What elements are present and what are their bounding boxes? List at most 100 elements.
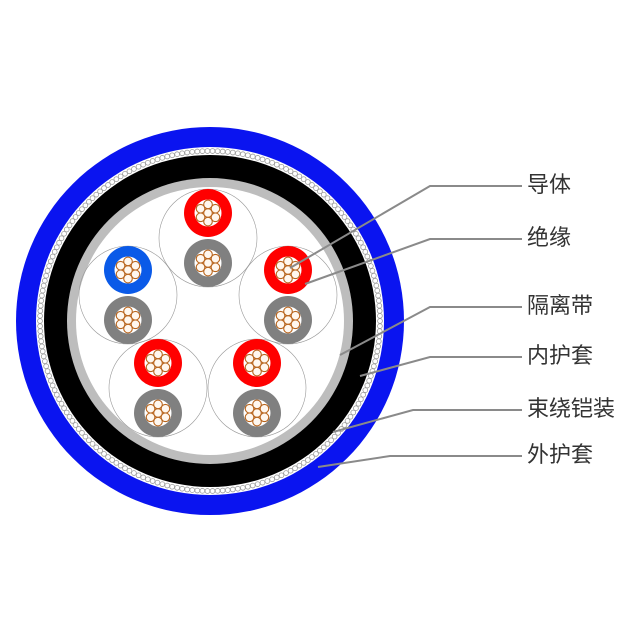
armor-wire	[376, 302, 383, 309]
armor-wire	[122, 170, 128, 177]
armor-wire	[313, 185, 319, 191]
armor-wire	[189, 149, 196, 155]
armor-wire	[75, 426, 82, 432]
copper-strand	[275, 260, 286, 271]
armor-wire	[126, 168, 133, 175]
armor-wire	[369, 268, 376, 274]
armor-wire	[204, 488, 211, 494]
armor-wire	[254, 481, 261, 487]
armor-wire	[377, 313, 383, 319]
armor-wire	[249, 482, 256, 489]
armor-wire	[355, 400, 362, 407]
armor-wire	[371, 272, 377, 279]
armor-wire	[154, 156, 161, 163]
armor-wire	[51, 249, 58, 255]
armor-wire	[174, 484, 180, 491]
armor-wire	[341, 422, 348, 428]
copper-strand	[153, 349, 163, 360]
armor-wire	[331, 433, 338, 440]
armor-wire	[174, 151, 180, 158]
copper-strand	[244, 412, 255, 423]
armor-wire	[317, 188, 323, 195]
armor-wire	[184, 149, 190, 156]
armor-wire	[338, 210, 345, 216]
copper-strand	[123, 306, 133, 317]
armor-wire	[374, 287, 381, 294]
armor-wire	[39, 348, 46, 355]
armor-wire	[274, 474, 280, 481]
copper-strand	[123, 256, 133, 267]
armor-wire	[230, 149, 236, 156]
armor-wire	[82, 433, 89, 440]
copper-strand	[252, 399, 262, 410]
armor-wire	[376, 308, 383, 314]
copper-strand	[244, 362, 255, 373]
armor-wire	[194, 487, 201, 494]
armor-wire	[37, 323, 43, 329]
armor-wire	[51, 387, 58, 393]
armor-wire	[320, 191, 327, 198]
label-separator-tape: 隔离带	[527, 294, 594, 319]
armor-wire	[135, 472, 142, 479]
armor-wire	[230, 486, 236, 493]
armor-wire	[39, 287, 46, 294]
copper-strand	[210, 203, 221, 214]
copper-strand	[145, 362, 156, 373]
copper-strand	[244, 403, 255, 414]
leader-line	[304, 238, 522, 285]
copper-strand	[252, 416, 262, 427]
copper-strand	[283, 323, 293, 334]
armor-wire	[324, 441, 331, 447]
leader-line	[339, 306, 522, 356]
copper-strand	[259, 353, 270, 364]
armor-wire	[82, 202, 89, 209]
armor-wire	[43, 363, 49, 370]
armor-wire	[240, 484, 246, 491]
leader-line	[332, 409, 522, 433]
armor-wire	[313, 451, 319, 457]
armor-wire	[274, 161, 280, 168]
armor-wire	[245, 483, 251, 490]
armor-wire	[344, 218, 351, 224]
armor-wire	[37, 318, 43, 324]
armor-wire	[320, 444, 327, 451]
armor-wire	[269, 159, 275, 166]
armor-wire	[214, 148, 221, 154]
armor-wire	[37, 333, 44, 340]
armor-wire	[317, 447, 323, 454]
label-conductor: 导体	[527, 173, 572, 198]
armor-wire	[360, 391, 366, 398]
armor-wire	[164, 482, 171, 489]
twisted-pair	[78, 245, 178, 345]
armor-wire	[377, 323, 383, 329]
armor-wire	[61, 405, 67, 411]
armor-wire	[372, 277, 378, 284]
armor-wire	[259, 156, 266, 163]
armor-wire	[44, 368, 51, 374]
copper-strand	[115, 260, 126, 271]
armor-wire	[283, 166, 289, 172]
armor-wire	[69, 218, 76, 224]
armor-wire	[89, 195, 96, 201]
armor-wire	[63, 226, 70, 233]
armor-wire	[224, 487, 231, 493]
armor-wire	[335, 206, 341, 212]
armor-wire	[283, 470, 289, 476]
armor-wire	[259, 479, 266, 486]
armor-wire	[373, 282, 380, 289]
copper-strand	[195, 253, 206, 264]
armor-wire	[240, 151, 246, 158]
armor-wire	[149, 158, 156, 164]
armor-wire	[324, 195, 331, 201]
armor-wire	[54, 244, 60, 251]
armor-wire	[375, 297, 382, 304]
armor-wire	[42, 358, 48, 365]
copper-strand	[203, 266, 213, 277]
armor-wire	[97, 447, 103, 454]
armor-wire	[169, 152, 175, 159]
armor-wire	[372, 358, 378, 365]
armor-wire	[93, 191, 100, 198]
armor-wire	[140, 474, 146, 481]
armor-wire	[72, 422, 79, 428]
armor-wire	[117, 173, 124, 180]
